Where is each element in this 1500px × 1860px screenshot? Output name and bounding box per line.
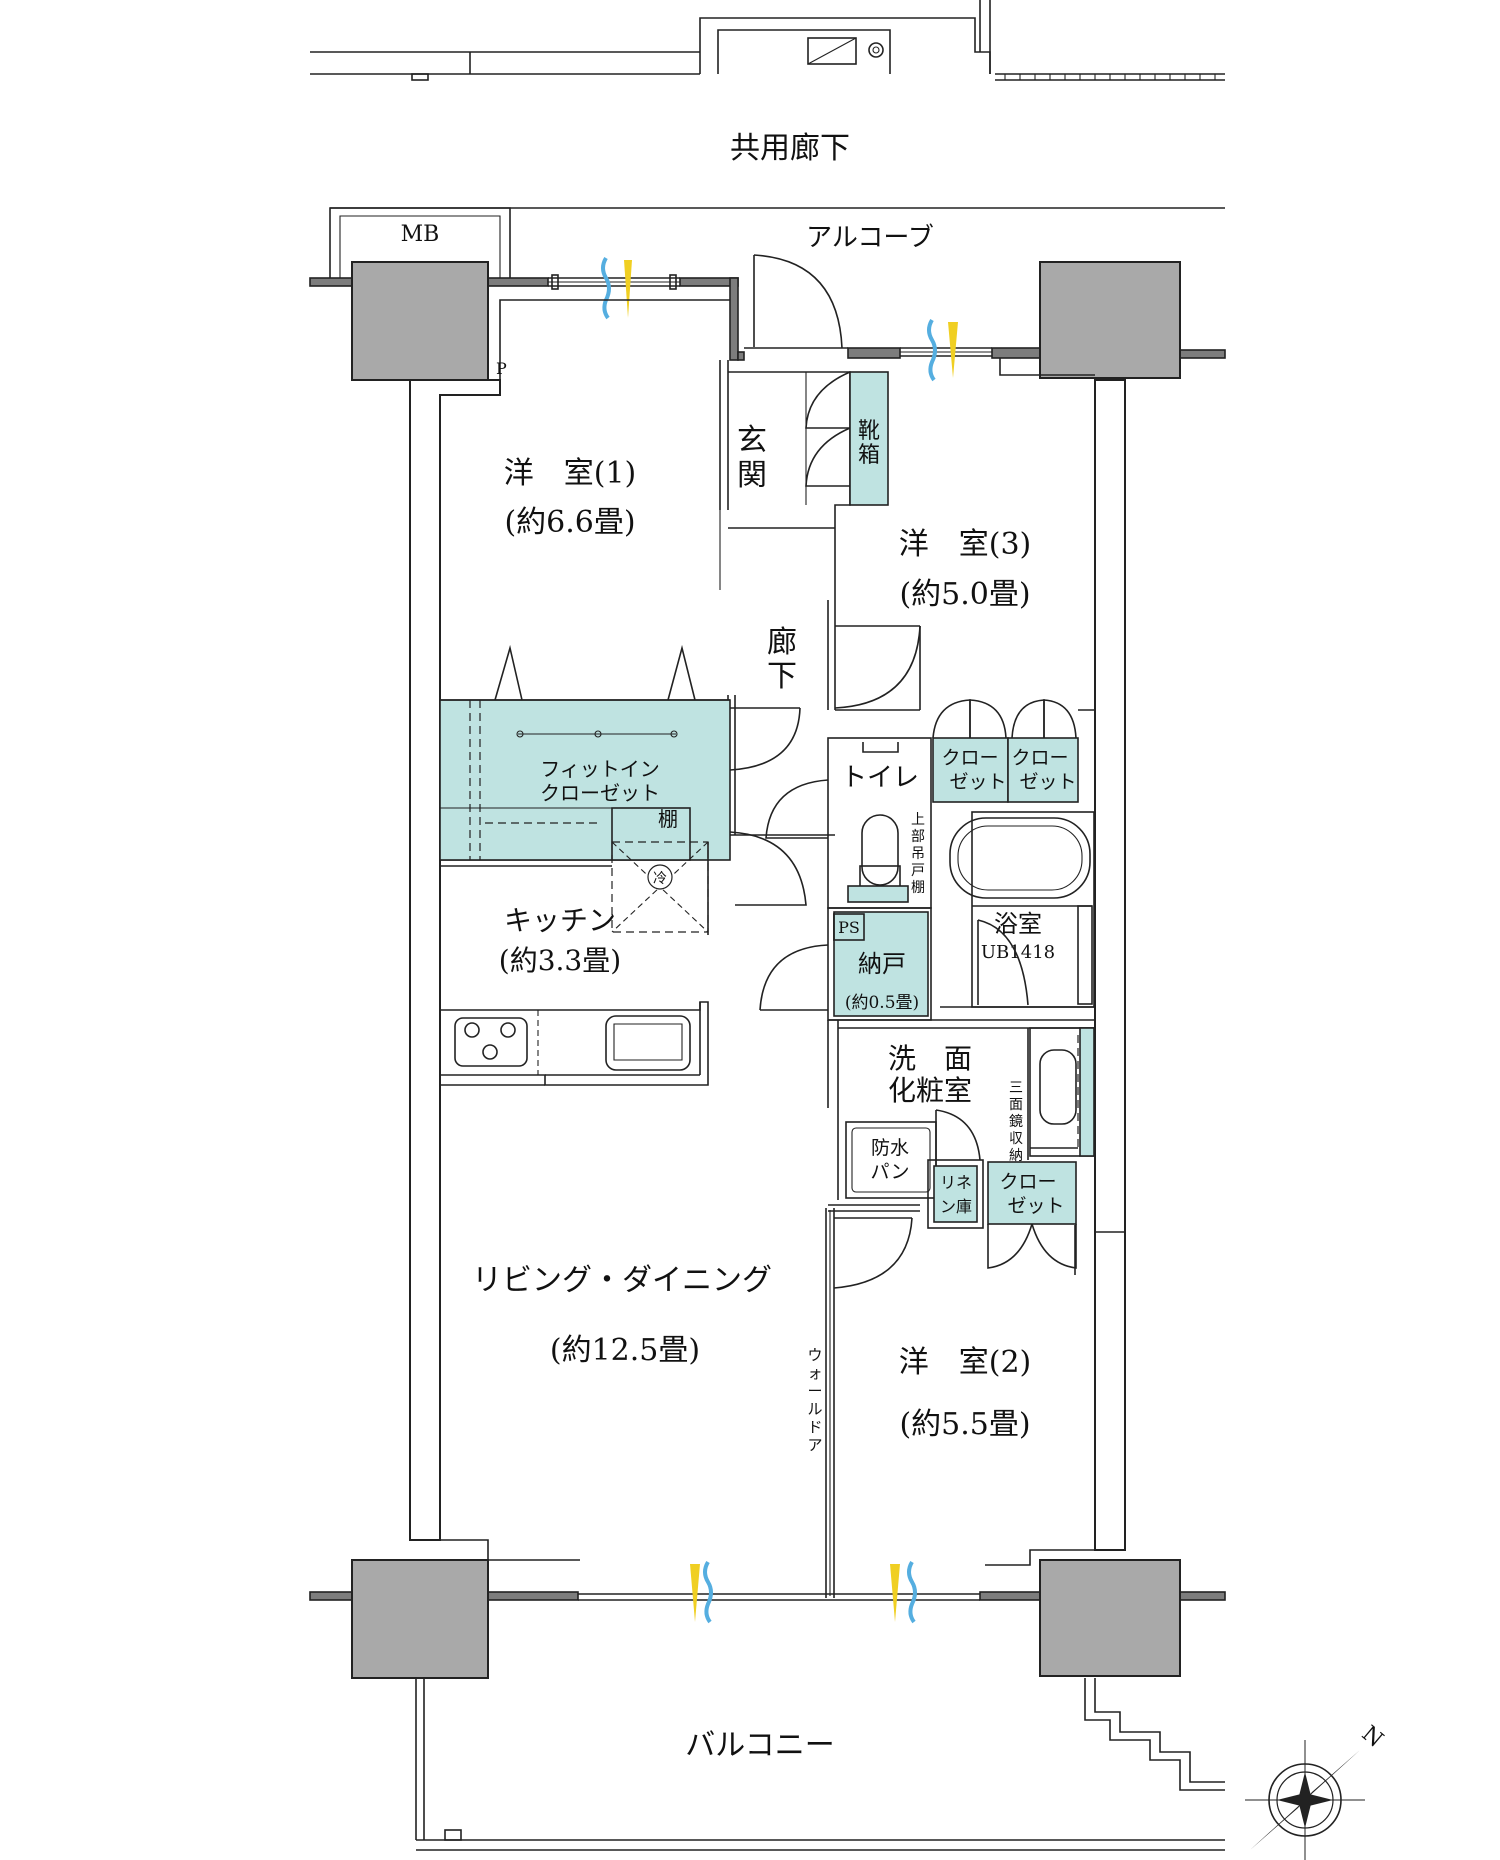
shoe-box-label-2: 箱	[858, 443, 880, 468]
living-dining-label: リビング・ダイニング	[472, 1263, 772, 1298]
kitchen-area: (約3.3畳)	[499, 944, 621, 977]
svg-text:上: 上	[911, 812, 925, 828]
vanity	[1029, 1027, 1095, 1157]
waterproof-pan-label-1: 防水	[871, 1137, 909, 1159]
compass-icon	[1245, 1740, 1365, 1860]
western-room-2-label: 洋 室(2)	[899, 1345, 1032, 1380]
shoe-box	[805, 371, 889, 506]
svg-text:ォ: ォ	[807, 1364, 822, 1382]
room-3-door	[834, 625, 921, 710]
western-room-1-label: 洋 室(1)	[504, 456, 637, 491]
wall-door-label: ウ ォ ー ル ド ア	[807, 1346, 822, 1454]
unit-bath-label: UB1418	[981, 942, 1055, 963]
svg-text:ー: ー	[807, 1382, 822, 1400]
shoe-box-label-1: 靴	[858, 419, 880, 444]
top-window-left	[548, 274, 680, 290]
top-window-right	[900, 347, 992, 357]
svg-text:面: 面	[1009, 1097, 1023, 1113]
western-room-3-area: (約5.0畳)	[899, 577, 1030, 612]
svg-text:棚: 棚	[911, 880, 925, 896]
room-2-closet	[987, 1161, 1125, 1269]
mb-label: MB	[401, 222, 440, 247]
kitchen-counter	[439, 1001, 709, 1086]
living-dining-area: (約12.5畳)	[550, 1333, 700, 1368]
hallway-label-1: 廊	[767, 625, 797, 660]
svg-text:納: 納	[1009, 1148, 1023, 1164]
north-label: N	[1357, 1721, 1388, 1753]
fit-in-closet-label-1: フィットイン	[540, 757, 660, 781]
svg-text:吊: 吊	[911, 846, 925, 862]
western-room-3-label: 洋 室(3)	[899, 527, 1032, 562]
balcony-label: バルコニー	[685, 1728, 834, 1763]
entrance-label-2: 関	[737, 458, 767, 493]
bathroom-label: 浴室	[994, 910, 1042, 938]
svg-text:部: 部	[911, 829, 925, 845]
closet-b-label-1: クロー	[1011, 747, 1068, 769]
western-room-1-area: (約6.6畳)	[504, 505, 635, 540]
svg-text:収: 収	[1009, 1131, 1023, 1147]
toilet-label: トイレ	[841, 763, 919, 793]
storage-door	[759, 944, 829, 1011]
storage-area: (約0.5畳)	[845, 993, 919, 1013]
western-room-2-area: (約5.5畳)	[899, 1407, 1030, 1442]
closet-a-label-2: ゼット	[949, 771, 1006, 793]
svg-text:ウ: ウ	[807, 1346, 822, 1364]
storage-room	[833, 911, 929, 1017]
svg-text:三: 三	[1009, 1080, 1023, 1096]
vent-icon	[690, 1560, 713, 1624]
mirror-storage-label: 三 面 鏡 収 納	[1009, 1080, 1023, 1164]
svg-text:戸: 戸	[911, 863, 925, 879]
linen-label-1: リネ	[940, 1173, 972, 1192]
vent-icon	[601, 256, 632, 320]
upper-cabinet-label: 上 部 吊 戸 棚	[911, 812, 925, 896]
entrance-door	[744, 254, 848, 349]
waterproof-pan-label-2: パン	[871, 1161, 910, 1183]
alcove-label: アルコーブ	[806, 223, 934, 253]
closet-a-label-1: クロー	[941, 747, 998, 769]
room-2-door	[833, 1217, 913, 1289]
toilet-fixture	[765, 742, 909, 903]
vent-icon	[890, 1560, 917, 1624]
svg-text:鏡: 鏡	[1009, 1114, 1023, 1130]
common-corridor-label: 共用廊下	[730, 131, 850, 166]
refrigerator-space	[611, 841, 709, 933]
room-3-closets	[932, 699, 1079, 803]
corridor-railing	[995, 73, 1225, 81]
washroom-label-2: 化粧室	[888, 1074, 972, 1107]
storage-label: 納戸	[858, 950, 906, 978]
svg-text:ア: ア	[807, 1436, 822, 1454]
hallway-label-2: 下	[767, 659, 797, 694]
linen-closet	[927, 1159, 984, 1229]
vent-icon	[927, 318, 958, 382]
corridor-structure	[310, 0, 1225, 81]
structural-columns	[351, 261, 1181, 1679]
fit-in-closet-label-2: クローゼット	[540, 781, 660, 805]
ps-label-overlay: PS	[838, 918, 860, 937]
entrance-label-1: 玄	[737, 423, 767, 458]
pipe-space-label: P	[496, 359, 507, 378]
meter-box	[329, 207, 1225, 280]
closet-b-label-2: ゼット	[1019, 771, 1076, 793]
refrigerator-icon: 冷	[653, 871, 667, 887]
closet-c-label-2: ゼット	[1007, 1195, 1064, 1217]
bathroom-door	[977, 919, 1029, 1006]
svg-text:ド: ド	[807, 1418, 822, 1436]
kitchen-label: キッチン	[504, 904, 616, 937]
waterproof-pan	[845, 1121, 937, 1199]
hallway-door	[729, 707, 801, 771]
shelf-label: 棚	[658, 807, 678, 831]
outer-walls	[309, 277, 1226, 1601]
closet-c-label-1: クロー	[999, 1171, 1056, 1193]
bathtub	[949, 817, 1093, 1005]
balcony-structure	[415, 1678, 1225, 1851]
washroom-label-1: 洗 面	[888, 1042, 972, 1075]
linen-label-2: ン庫	[940, 1197, 972, 1216]
fit-in-closet	[439, 644, 731, 861]
svg-text:ル: ル	[807, 1400, 822, 1418]
